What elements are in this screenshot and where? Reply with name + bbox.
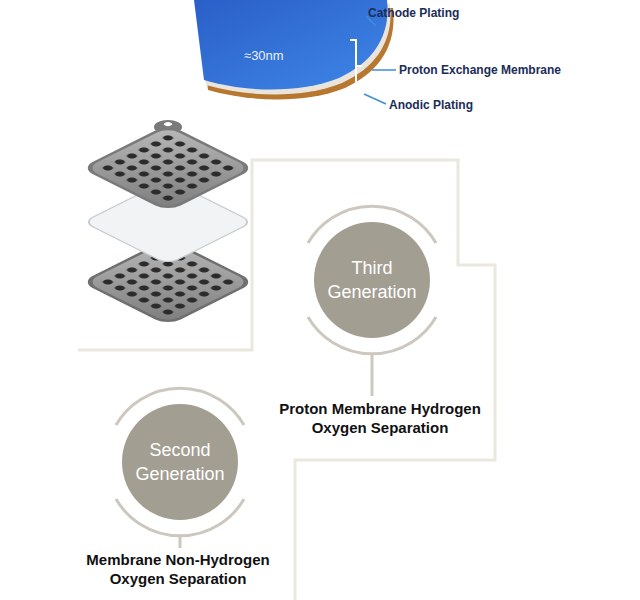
generation-title: Second Generation [122,404,238,520]
part-label: Cathode Plating [368,6,459,20]
frame-line [78,160,495,600]
generation-circle: Second GenerationMembrane Non-Hydrogen O… [122,404,238,520]
dimension-label: ≈30nm [244,48,284,63]
membrane-layers [194,0,394,100]
part-label: Proton Exchange Membrane [399,63,561,77]
generation-circle: Third GenerationProton Membrane Hydrogen… [314,222,430,338]
part-label: Anodic Plating [389,98,473,112]
generation-title: Third Generation [314,222,430,338]
generation-caption: Membrane Non-Hydrogen Oxygen Separation [63,551,293,589]
leader-line [364,16,396,104]
circle-arc [116,206,436,548]
generation-caption: Proton Membrane Hydrogen Oxygen Separati… [265,400,495,438]
electrode-plates [73,117,263,326]
